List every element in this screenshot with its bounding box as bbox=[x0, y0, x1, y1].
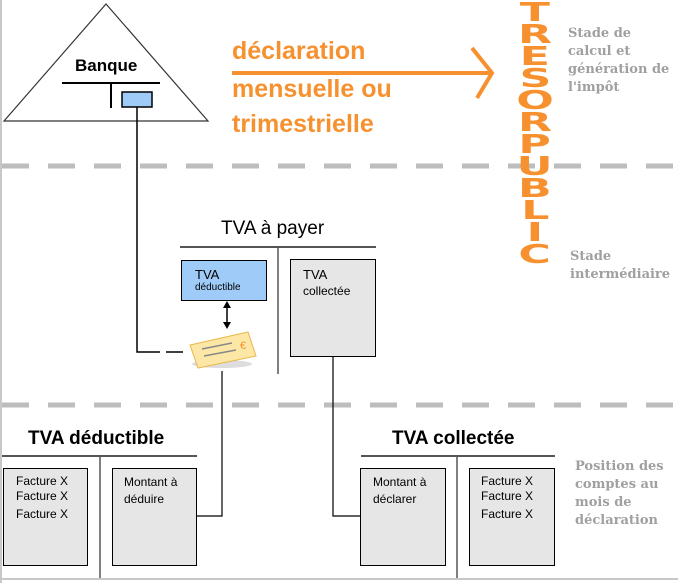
tva-deductible-title: TVA déductible bbox=[28, 428, 165, 449]
declaration-line-2: mensuelle ou bbox=[232, 75, 392, 103]
tresor-letter: R bbox=[517, 20, 553, 50]
tresor-letter: R bbox=[517, 108, 553, 138]
factures-box-deductible: Facture X Facture X Facture X bbox=[3, 468, 88, 566]
box-line: collectée bbox=[303, 284, 351, 298]
declaration-arrowhead bbox=[470, 46, 495, 100]
tva-a-payer-title: TVA à payer bbox=[221, 218, 325, 239]
double-arrow-down-head bbox=[223, 322, 231, 329]
stage-top-line: génération de bbox=[568, 62, 670, 77]
stage-label-top: Stade de calcul et génération de l'impôt bbox=[568, 25, 669, 97]
tresor-letter: L bbox=[520, 196, 550, 226]
stage-top-line: calcul et bbox=[568, 44, 631, 59]
frame-bottom-border bbox=[0, 578, 678, 580]
invoice-line: Facture X bbox=[481, 507, 534, 521]
box-line: Montant à bbox=[373, 475, 427, 489]
stage-bottom-line: comptes au bbox=[575, 477, 659, 492]
stage-bottom-line: mois de bbox=[575, 495, 632, 510]
stage-top-line: l'impôt bbox=[568, 80, 620, 95]
bank-account-box bbox=[121, 91, 153, 108]
stage-bottom-line: Position des bbox=[575, 459, 664, 474]
tresor-letter: P bbox=[518, 130, 552, 160]
deduire-connector bbox=[197, 371, 223, 517]
box-line: Montant à bbox=[124, 475, 178, 489]
tresor-letter: E bbox=[519, 42, 551, 72]
cheque-icon: € bbox=[189, 331, 257, 369]
frame-left-border bbox=[0, 0, 2, 583]
stage-label-middle: Stade intermédiaire bbox=[570, 248, 670, 284]
invoice-line: Facture X bbox=[481, 489, 534, 503]
double-arrow-up-head bbox=[223, 301, 231, 308]
tresor-letter: C bbox=[518, 240, 552, 270]
stage-middle-line: Stade bbox=[570, 249, 612, 264]
box-line: TVA bbox=[303, 267, 328, 282]
invoice-line: Facture X bbox=[16, 507, 69, 521]
tresor-letter: O bbox=[516, 86, 554, 116]
tva-collectee-account-box: TVA collectée bbox=[290, 259, 376, 357]
tresor-letter: I bbox=[526, 218, 544, 248]
tresor-letter: S bbox=[519, 64, 551, 94]
tresor-letter: T bbox=[519, 0, 551, 28]
tresor-public-vertical-label: T R E S O R P U B L I C bbox=[515, 0, 555, 270]
montant-a-deduire-box: Montant à déduire bbox=[112, 468, 197, 566]
box-line: déduire bbox=[124, 492, 165, 506]
montant-a-declarer-box: Montant à déclarer bbox=[360, 468, 446, 566]
stage-middle-line: intermédiaire bbox=[570, 267, 671, 282]
tva-collectee-title: TVA collectée bbox=[392, 428, 515, 449]
bank-label: Banque bbox=[75, 56, 138, 75]
stage-bottom-line: déclaration bbox=[575, 513, 658, 528]
svg-text:€: € bbox=[240, 340, 246, 352]
collectee-connector bbox=[332, 356, 361, 517]
stage-top-line: Stade de bbox=[568, 26, 632, 41]
invoice-line: Facture X bbox=[481, 474, 534, 488]
bank-to-cheque-line bbox=[136, 107, 160, 353]
declaration-line-1: déclaration bbox=[232, 37, 366, 65]
bank-triangle bbox=[2, 3, 210, 122]
stage-label-bottom: Position des comptes au mois de déclarat… bbox=[575, 458, 664, 530]
invoice-line: Facture X bbox=[16, 474, 69, 488]
invoice-line: Facture X bbox=[16, 489, 69, 503]
factures-box-collectee: Facture X Facture X Facture X bbox=[469, 468, 555, 566]
tresor-letter: B bbox=[518, 174, 552, 204]
box-line: déductible bbox=[195, 282, 241, 293]
box-line: TVA bbox=[195, 267, 220, 282]
box-line: déclarer bbox=[373, 492, 417, 506]
tva-deductible-account-box: TVA déductible bbox=[181, 260, 267, 301]
tresor-letter: U bbox=[517, 152, 553, 182]
declaration-line-3: trimestrielle bbox=[232, 110, 374, 138]
